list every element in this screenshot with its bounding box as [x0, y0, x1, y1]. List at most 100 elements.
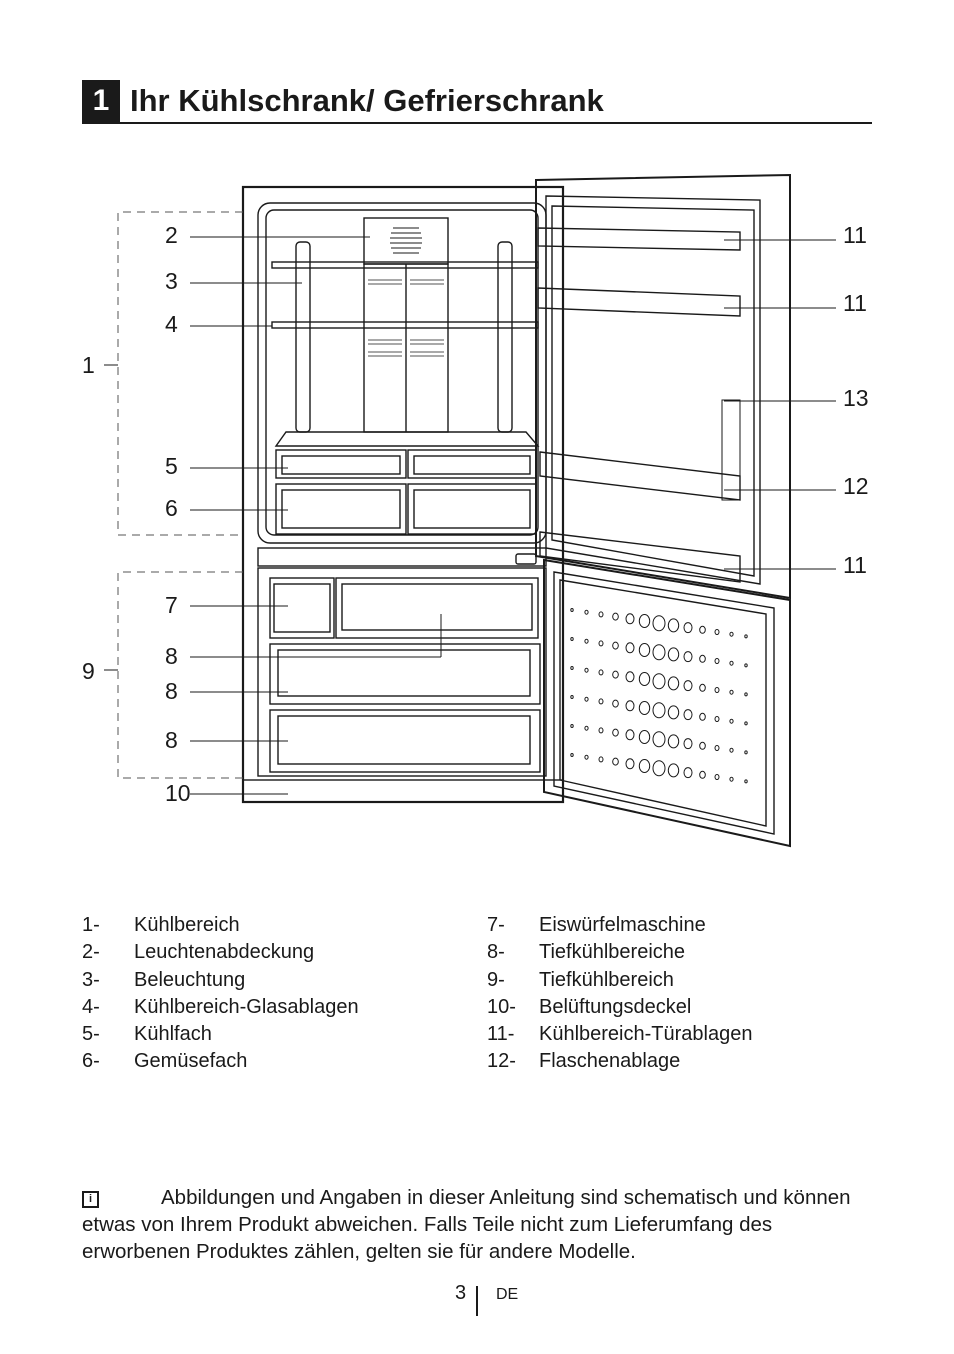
door-dimple [729, 776, 734, 782]
door-dimple [744, 663, 748, 668]
callout-11: 11 [843, 290, 867, 316]
glass-shelf [271, 261, 539, 269]
door-dimple [699, 712, 706, 721]
door-dimple [570, 724, 574, 728]
door-dimple [625, 758, 635, 770]
door-dimple [652, 615, 666, 632]
door-dimple [612, 728, 619, 737]
legend-item: 10-Belüftungsdeckel [487, 995, 692, 1018]
door-dimple [744, 779, 748, 784]
language-code: DE [496, 1286, 519, 1303]
door-dimple [625, 671, 635, 683]
bottle-rack [721, 399, 741, 501]
page-number: 3 [455, 1282, 467, 1304]
door-dimple [699, 770, 706, 779]
door-dimple [584, 609, 589, 615]
door-dimple [714, 629, 720, 635]
door-dimple [625, 700, 635, 712]
door-dimple [598, 669, 604, 676]
door-dimple [714, 716, 720, 722]
door-dimple [652, 731, 666, 748]
door-dimple [714, 774, 720, 780]
door-dimple [598, 698, 604, 705]
door-dimple [625, 642, 635, 654]
door-dimple [570, 608, 574, 612]
door-dimple [638, 759, 651, 773]
door-dimple [652, 760, 666, 777]
door-dimple [625, 729, 635, 741]
callout-13: 13 [843, 385, 869, 411]
legend-left: 1-Kühlbereich 2-Leuchtenabdeckung 3-Bele… [82, 912, 359, 1076]
door-dimple [667, 705, 680, 720]
door-shelf [539, 451, 741, 501]
door-dimple [699, 625, 706, 634]
fridge-door [535, 173, 791, 600]
callout-11: 11 [843, 552, 867, 578]
door-dimple [584, 638, 589, 644]
freezer-tray [335, 577, 539, 639]
door-dimple [699, 654, 706, 663]
door-dimple [638, 643, 651, 657]
door-dimple [652, 644, 666, 661]
legend-item: 12-Flaschenablage [487, 1050, 681, 1073]
legend-item: 6-Gemüsefach [82, 1050, 248, 1073]
door-dimple [744, 692, 748, 697]
door-dimple [667, 647, 680, 662]
chiller-drawer [275, 449, 407, 479]
door-dimple [612, 612, 619, 621]
light-cover [363, 217, 449, 265]
door-dimple [584, 696, 589, 702]
door-dimple [729, 747, 734, 753]
callout-9: 9 [82, 658, 95, 684]
door-dimple [612, 670, 619, 679]
door-dimple [584, 754, 589, 760]
door-dimple [570, 666, 574, 670]
callout-8: 8 [165, 678, 178, 704]
legend-item: 7-Eiswürfelmaschine [487, 914, 706, 936]
door-shelf [537, 287, 741, 317]
door-shelf [539, 531, 741, 583]
door-dimple [714, 745, 720, 751]
door-dimple [683, 767, 693, 779]
callout-4: 4 [165, 311, 178, 337]
door-dimple [714, 658, 720, 664]
door-dimple [729, 631, 734, 637]
callout-3: 3 [165, 268, 178, 294]
callout-8: 8 [165, 643, 178, 669]
door-dimple [683, 680, 693, 692]
door-dimple [683, 622, 693, 634]
callout-5: 5 [165, 453, 178, 479]
callout-2: 2 [165, 222, 178, 248]
door-dimple [584, 725, 589, 731]
glass-shelf [271, 321, 539, 329]
door-dimple [598, 727, 604, 734]
door-dimple [729, 689, 734, 695]
note-text: Abbildungen und Angaben in dieser Anleit… [82, 1186, 851, 1263]
legend-item: 5-Kühlfach [82, 1023, 212, 1046]
footer-divider [476, 1286, 478, 1316]
callout-12: 12 [843, 473, 869, 499]
section-number: 1 [82, 80, 120, 122]
legend-item: 3-Beleuchtung [82, 968, 246, 991]
door-dimple [584, 667, 589, 673]
door-dimple [570, 753, 574, 757]
legend-item: 4-Kühlbereich-Glasablagen [82, 995, 359, 1018]
freezer-drawer [269, 709, 541, 773]
door-dimple [638, 701, 651, 715]
legend-item: 9-Tiefkühlbereich [487, 968, 674, 991]
fridge-diagram: 1 2 3 4 5 6 7 8 8 8 9 10 11 11 13 12 11 [82, 173, 869, 848]
callout-11: 11 [843, 222, 867, 248]
ice-maker [269, 577, 335, 639]
door-dimple [612, 699, 619, 708]
door-dimple [729, 660, 734, 666]
legend-right: 7-Eiswürfelmaschine 8-Tiefkühlbereiche 9… [487, 912, 752, 1076]
door-dimple [598, 611, 604, 618]
page-footer: 3 DE [0, 1282, 954, 1318]
section-heading: 1 Ihr Kühlschrank/ Gefrierschrank [82, 80, 872, 124]
door-dimple [683, 651, 693, 663]
legend-item: 2-Leuchtenabdeckung [82, 941, 315, 964]
vegetable-bin [275, 483, 407, 535]
door-dimple [744, 750, 748, 755]
door-dimple [625, 613, 635, 625]
